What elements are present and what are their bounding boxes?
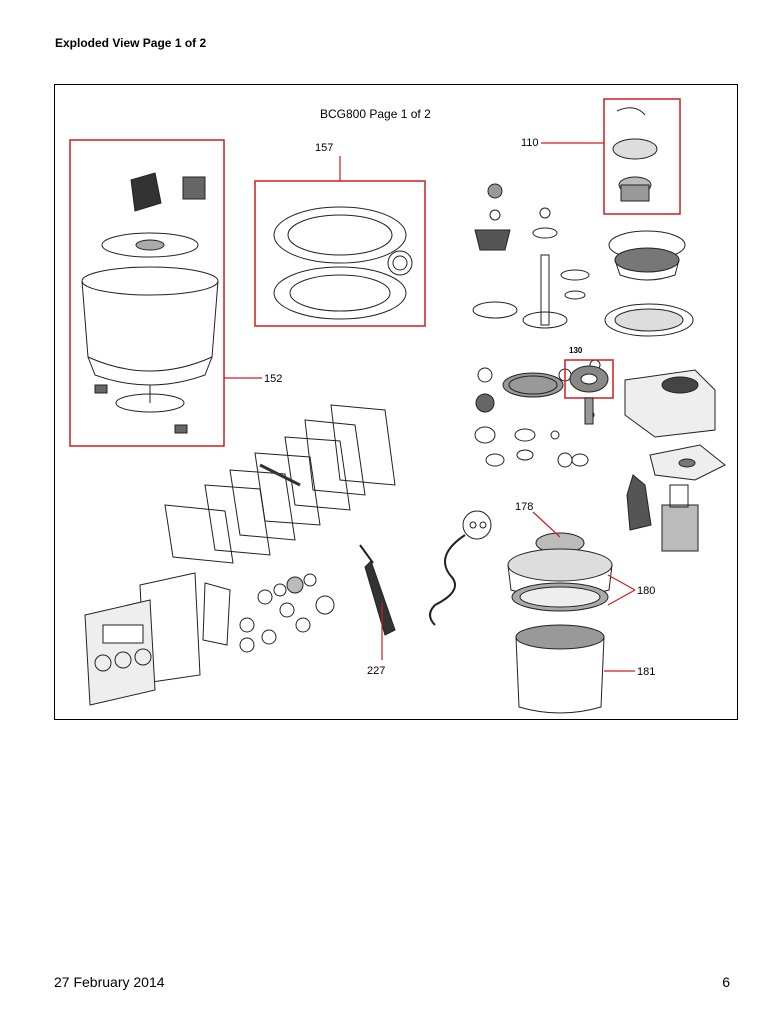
power-cord bbox=[429, 510, 492, 626]
callout-leaders bbox=[224, 142, 636, 672]
footer-date: 27 February 2014 bbox=[54, 974, 165, 990]
grinds-container bbox=[507, 532, 613, 714]
gasket-assembly bbox=[273, 206, 413, 320]
exploded-view-frame: BCG800 Page 1 of 2 bbox=[54, 84, 738, 720]
callout-152: 152 bbox=[264, 373, 282, 385]
exploded-view-diagram: BCG800 Page 1 of 2 bbox=[69, 98, 726, 714]
control-boards bbox=[164, 404, 396, 564]
hopper-assembly bbox=[81, 172, 219, 434]
knobs-and-switches bbox=[239, 573, 335, 653]
gear-train bbox=[472, 183, 601, 468]
page-number: 6 bbox=[722, 974, 730, 990]
motor bbox=[626, 474, 699, 552]
callout-227: 227 bbox=[367, 665, 385, 677]
burr-carrier-housing bbox=[604, 230, 726, 481]
tamper-tool bbox=[359, 544, 396, 636]
page-heading: Exploded View Page 1 of 2 bbox=[55, 36, 207, 50]
callout-180: 180 bbox=[637, 585, 655, 597]
callout-181: 181 bbox=[637, 666, 655, 678]
burr-set bbox=[612, 107, 658, 202]
front-panel bbox=[84, 572, 231, 706]
callout-130: 130 bbox=[569, 346, 583, 355]
callout-boxes bbox=[69, 98, 681, 447]
callout-157: 157 bbox=[315, 142, 333, 154]
callout-178: 178 bbox=[515, 501, 533, 513]
diagram-title: BCG800 Page 1 of 2 bbox=[320, 107, 431, 121]
gear-130 bbox=[564, 359, 614, 425]
callout-110: 110 bbox=[521, 137, 539, 149]
